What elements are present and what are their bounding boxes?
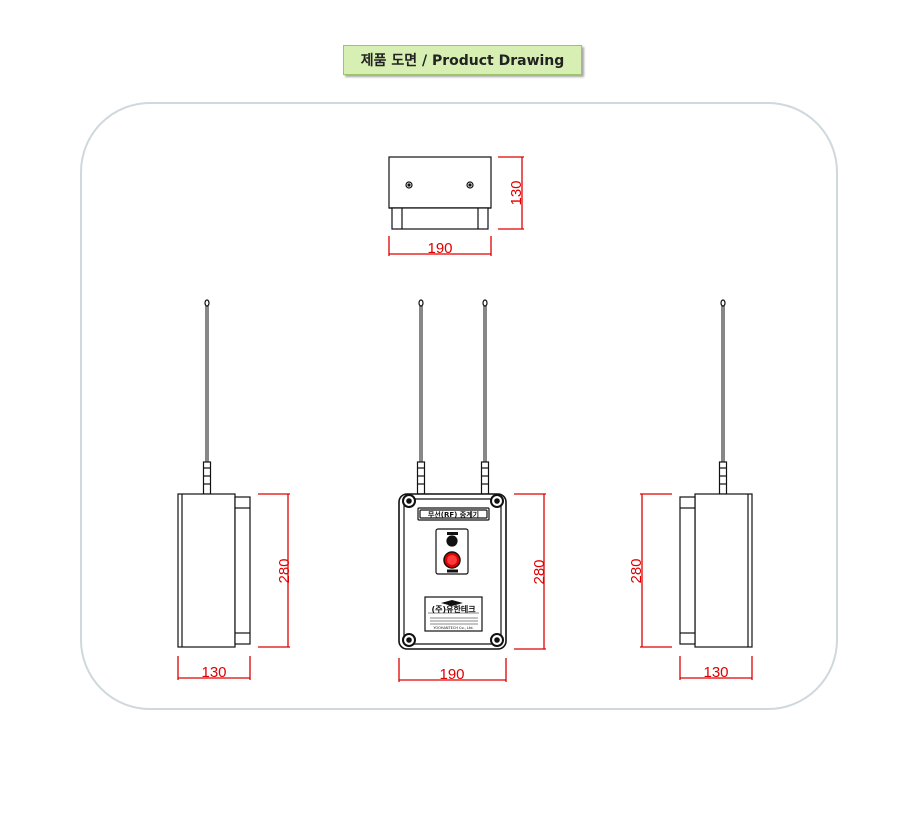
- drawing-panel: [80, 102, 838, 710]
- front-view: [398, 299, 507, 650]
- device-label: 무선(RF) 중계기: [428, 510, 479, 519]
- page-title: 제품 도면 / Product Drawing: [343, 45, 582, 75]
- left-view-width-label: 130: [201, 664, 226, 681]
- right-view-width-dimension: [679, 656, 753, 680]
- top-view-width-label: 190: [427, 240, 452, 257]
- front-view-height-label: 280: [531, 559, 548, 584]
- front-view-height-dimension: [514, 493, 546, 650]
- right-view-height-dimension: [640, 493, 672, 648]
- left-view-height-dimension: [258, 493, 290, 648]
- left-view: [177, 299, 251, 648]
- right-view-width-label: 130: [703, 664, 728, 681]
- front-view-width-dimension: [398, 658, 507, 682]
- front-view-width-label: 190: [439, 666, 464, 683]
- nameplate-company: (주)유한테크: [431, 604, 476, 614]
- nameplate-line: YOOHANTECH Co., Ltd.: [433, 626, 473, 630]
- right-view-height-label: 280: [628, 558, 645, 583]
- top-view-width-dimension: [388, 236, 492, 256]
- left-view-width-dimension: [177, 656, 251, 680]
- top-view-height-label: 130: [508, 180, 525, 205]
- right-view: [679, 299, 753, 648]
- top-view-height-dimension: [498, 156, 524, 230]
- top-view: [388, 156, 492, 230]
- left-view-height-label: 280: [276, 558, 293, 583]
